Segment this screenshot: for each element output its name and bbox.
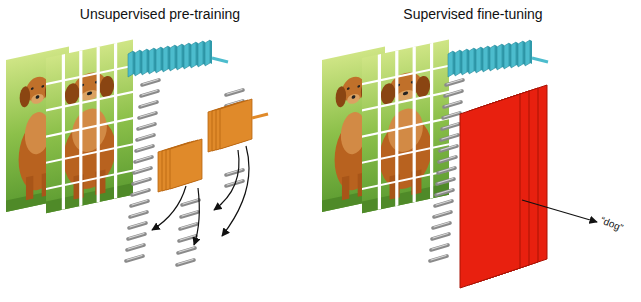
encoder-stack (448, 40, 548, 77)
classifier-layers (460, 85, 547, 288)
image-patches (46, 40, 133, 214)
image-patches (362, 40, 449, 214)
class-label: “dog” (599, 214, 625, 233)
panel-title: Unsupervised pre-training (80, 6, 240, 22)
output-arrow (522, 200, 597, 222)
token-bars (430, 80, 463, 262)
panel-title: Supervised fine-tuning (403, 6, 542, 22)
encoder-stack (128, 40, 228, 77)
prediction-arrows (152, 146, 249, 245)
predictor-blocks (158, 99, 268, 192)
